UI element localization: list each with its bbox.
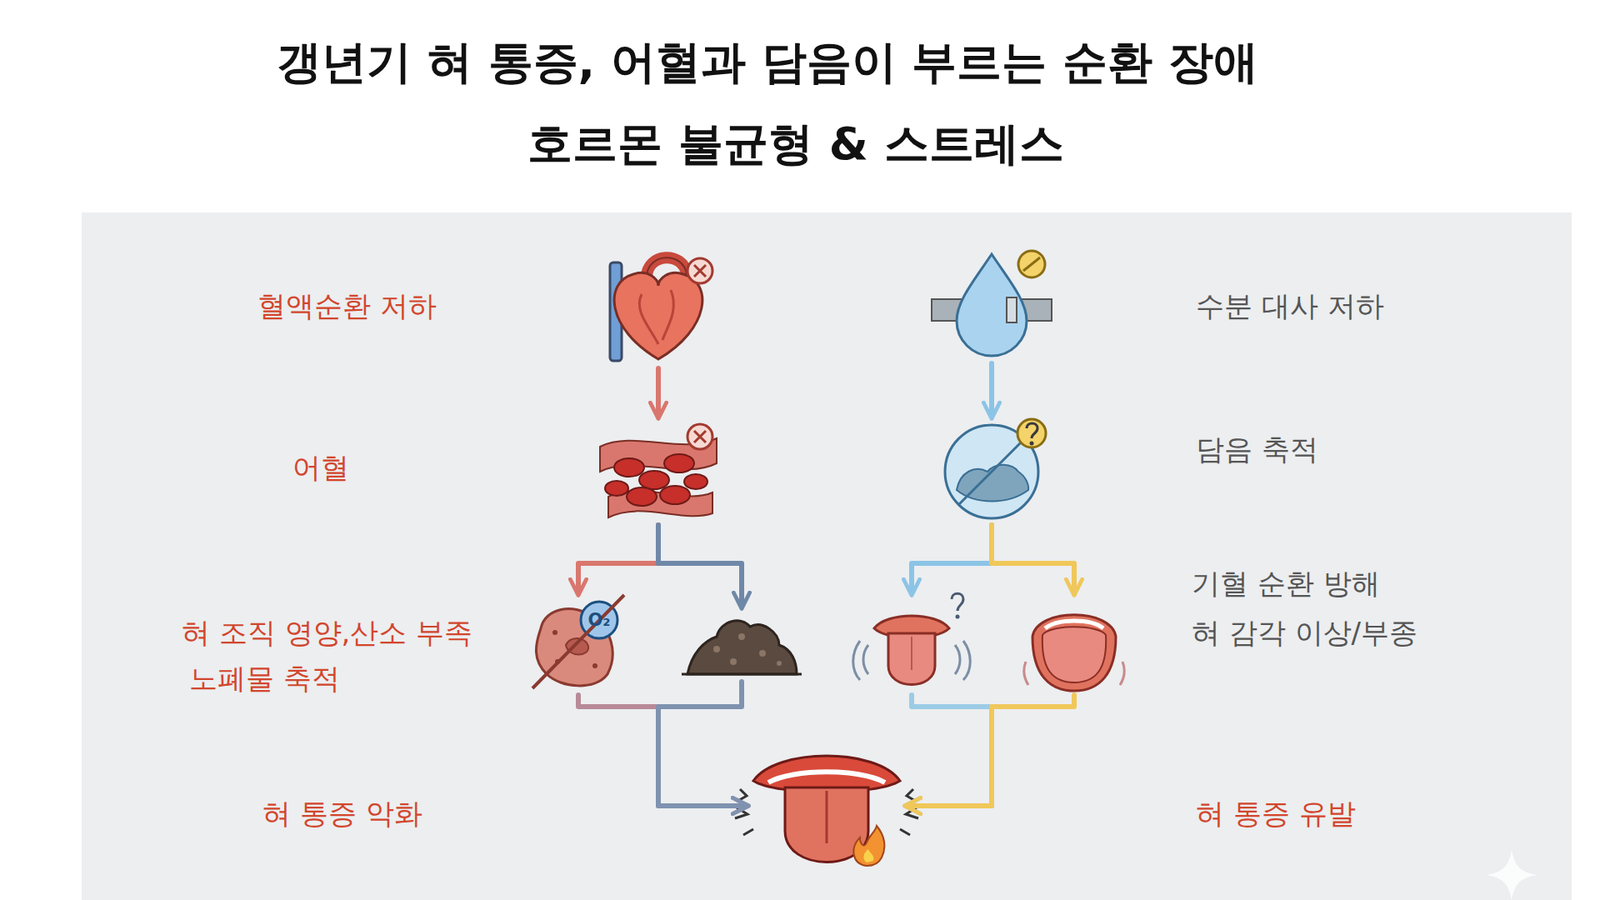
icon-node: 기혈 순환 방해 <box>849 598 975 692</box>
node-label: 혀 통증 유발 <box>1195 795 1356 832</box>
tongue-sensation-icon <box>853 593 971 685</box>
icon-node: 혈액순환 저하 <box>604 256 713 365</box>
icon-label: O₂ <box>587 610 610 631</box>
node-label: 어혈 <box>292 449 350 486</box>
flow-arrow <box>655 368 661 417</box>
subtitle: 호르몬 불균형 & 스트레스 <box>527 116 1065 172</box>
node-label: 노폐물 축적 <box>189 660 340 697</box>
flow-arrow <box>906 695 992 806</box>
node-label: 담음 축적 <box>1195 430 1319 468</box>
swollen-tongue-icon <box>1024 615 1125 691</box>
icon-node: 수분 대사 저하 <box>929 251 1055 360</box>
node-label: 기혈 순환 방해 <box>1191 565 1380 602</box>
node-label: 혀 감각 이상/부종 <box>1191 614 1418 651</box>
icon-node: 혀 감각 이상/부종 <box>1024 598 1125 692</box>
node-label: 혀 조직 영양,산소 부족 <box>181 614 473 651</box>
flow-arrow <box>911 525 992 594</box>
title: 갱년기 혀 통증, 어혈과 담음이 부르는 순환 장애 <box>276 35 1259 90</box>
node-label: 수분 대사 저하 <box>1195 287 1385 325</box>
watermark-sparkle <box>1486 850 1537 900</box>
node-label: 혀 통증 악화 <box>262 795 423 832</box>
water-drop-icon <box>931 250 1052 356</box>
tissue-cell-icon <box>532 595 625 689</box>
icon-node: 노폐물 축적 <box>679 611 805 679</box>
blood-clot-icon <box>600 424 717 518</box>
flow-arrow <box>906 695 1075 806</box>
flow-arrow <box>991 525 1075 594</box>
painful-tongue-icon <box>735 755 919 866</box>
icon-node: 혀 조직 영양,산소 부족 <box>528 598 629 692</box>
flow-arrow <box>578 695 747 806</box>
waste-pile-icon <box>681 620 802 675</box>
icon-node: 담음 축적 <box>941 421 1042 522</box>
flow-arrow <box>989 363 995 417</box>
icon-node: 혀 통증 악화혀 통증 유발 <box>751 743 902 869</box>
heart-icon <box>610 257 713 361</box>
flow-arrow <box>658 525 742 607</box>
phlegm-bubble-icon <box>945 419 1046 519</box>
flow-arrow <box>658 681 747 806</box>
icon-node: 어혈 <box>595 421 721 522</box>
node-label: 혈액순환 저하 <box>257 287 437 325</box>
flow-arrow <box>578 525 659 594</box>
